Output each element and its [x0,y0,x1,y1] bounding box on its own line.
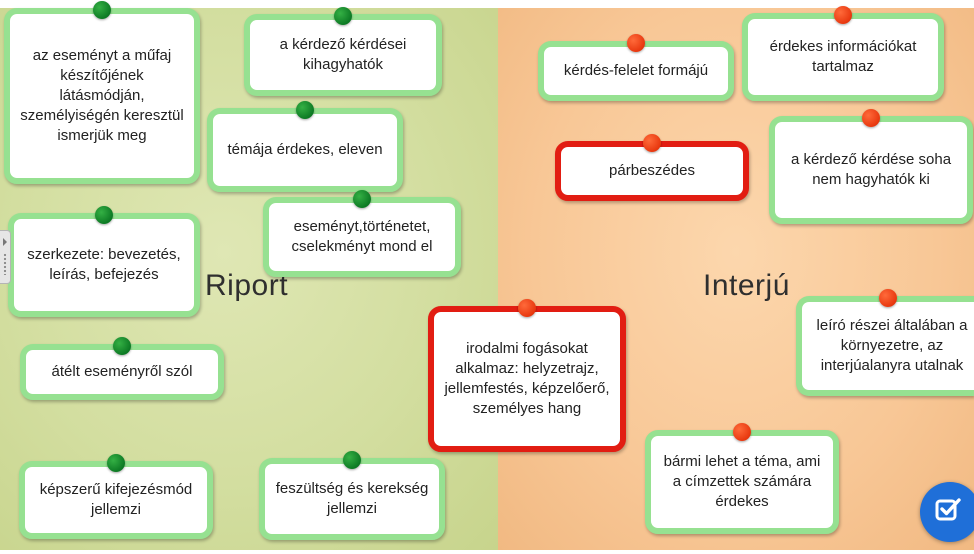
side-panel-toggle[interactable] [0,230,11,284]
card-c15[interactable]: bármi lehet a téma, ami a címzettek szám… [645,423,839,534]
card-c14[interactable]: leíró részei általában a környezetre, az… [796,289,974,396]
card-c5[interactable]: szerkezete: bevezetés, leírás, befejezés [8,206,200,317]
red-pin-icon [834,6,852,24]
green-pin-icon [353,190,371,208]
card-text: az eseményt a műfaj készítőjének látásmó… [20,47,184,144]
card-text: érdekes információkat tartalmaz [769,38,917,75]
card-text: kérdés-felelet formájú [563,62,709,79]
red-pin-icon [643,134,661,152]
card-text: irodalmi fogásokat alkalmaz: helyzetrajz… [444,340,610,417]
red-pin-icon [879,289,897,307]
green-pin-icon [93,1,111,19]
green-pin-icon [95,206,113,224]
card-text: szerkezete: bevezetés, leírás, befejezés [27,246,181,283]
card-text: témája érdekes, eleven [227,141,383,158]
card-c1[interactable]: az eseményt a műfaj készítőjének látásmó… [4,1,200,184]
green-pin-icon [107,454,125,472]
red-pin-icon [733,423,751,441]
card-c6[interactable]: átélt eseményről szól [20,337,224,400]
card-c10[interactable]: kérdés-felelet formájú [538,34,734,101]
card-text: bármi lehet a téma, ami a címzettek szám… [663,453,821,510]
top-bar [0,0,974,8]
red-pin-icon [627,34,645,52]
green-pin-icon [296,101,314,119]
checkbox-check-icon [935,498,961,521]
card-text: a kérdező kérdése soha nem hagyhatók ki [790,151,952,188]
card-c3[interactable]: témája érdekes, eleven [207,101,403,192]
card-c8[interactable]: feszültség és kerekség jellemzi [259,451,445,540]
card-c12[interactable]: párbeszédes [555,134,749,201]
card-c13[interactable]: a kérdező kérdése soha nem hagyhatók ki [769,109,973,224]
card-c2[interactable]: a kérdező kérdései kihagyhatók [244,7,442,96]
card-text: eseményt,történetet, cselekményt mond el [291,218,433,255]
card-c4[interactable]: eseményt,történetet, cselekményt mond el [263,190,461,277]
bottom-bar [0,550,974,554]
red-pin-icon [518,299,536,317]
red-pin-icon [862,109,880,127]
green-pin-icon [343,451,361,469]
card-text: leíró részei általában a környezetre, az… [816,317,968,374]
card-text: feszültség és kerekség jellemzi [275,480,429,517]
card-c9[interactable]: irodalmi fogásokat alkalmaz: helyzetrajz… [428,299,626,452]
green-pin-icon [113,337,131,355]
card-c11[interactable]: érdekes információkat tartalmaz [742,6,944,101]
card-c7[interactable]: képszerű kifejezésmód jellemzi [19,454,213,539]
drag-handle-icon [3,253,7,275]
card-text: képszerű kifejezésmód jellemzi [39,481,193,518]
check-answers-button[interactable] [920,482,974,542]
card-text: a kérdező kérdései kihagyhatók [279,36,407,73]
green-pin-icon [334,7,352,25]
chevron-right-icon [3,238,7,246]
zone-title-interju: Interjú [703,269,790,302]
card-text: átélt eseményről szól [51,363,193,380]
card-text: párbeszédes [609,162,695,179]
